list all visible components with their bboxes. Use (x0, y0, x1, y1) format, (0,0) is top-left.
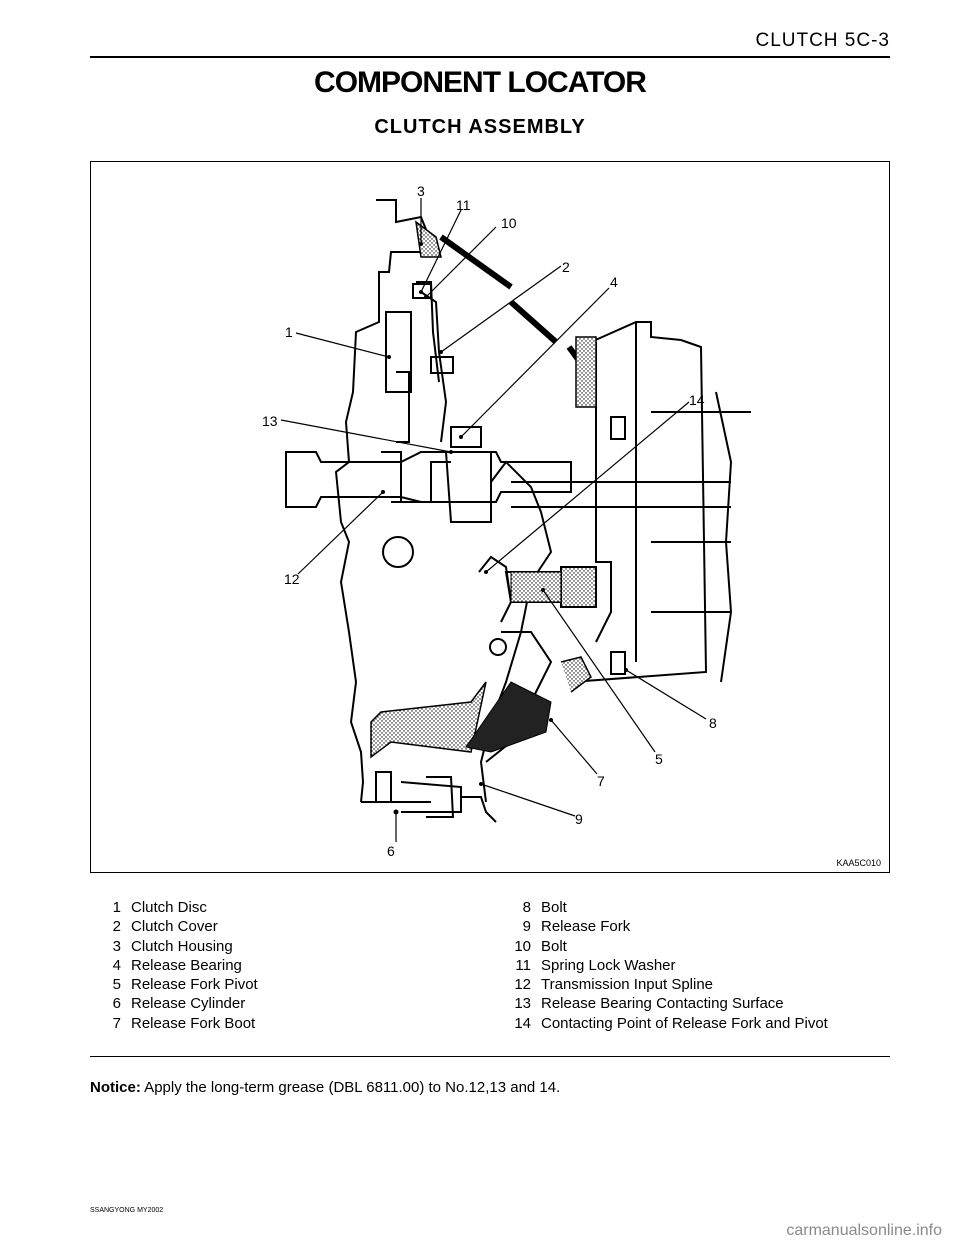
legend-item: 3 Clutch Housing (95, 937, 258, 956)
legend-number: 8 (522, 899, 531, 916)
legend-item: 10 Bolt (505, 937, 828, 956)
legend-number: 13 (514, 995, 531, 1013)
legend-label: Release Fork Boot (131, 1014, 256, 1032)
clutch-assembly-diagram: 1 2 3 4 5 6 7 8 9 10 11 12 13 14 KAA5C01… (90, 161, 890, 873)
legend-item: 11 Spring Lock Washer (505, 956, 828, 975)
legend-label: Release Fork Pivot (131, 976, 258, 994)
watermark: carmanualsonline.info (786, 1222, 942, 1239)
legend-number: 2 (112, 918, 121, 936)
legend-label: Release Fork (541, 918, 631, 936)
notice-divider (90, 1056, 890, 1057)
callout-7: 7 (597, 773, 605, 789)
callout-2: 2 (562, 259, 570, 275)
callout-8: 8 (709, 715, 717, 731)
legend-number: 1 (112, 899, 121, 916)
legend-label: Clutch Housing (131, 937, 233, 955)
callout-5: 5 (655, 751, 663, 767)
legend-number: 10 (514, 937, 531, 955)
legend-item: 9 Release Fork (505, 917, 828, 936)
figure-code: KAA5C010 (836, 858, 881, 868)
legend-label: Bolt (541, 899, 567, 916)
legend-left-column: 1 Clutch Disc 2 Clutch Cover 3 Clutch Housi… (95, 898, 258, 1033)
legend-label: Contacting Point of Release Fork and Piv… (541, 1014, 828, 1032)
legend-item: 12 Transmission Input Spline (505, 975, 828, 994)
header-divider (90, 56, 890, 58)
legend-item: 5 Release Fork Pivot (95, 975, 258, 994)
diagram-drawing: 1 2 3 4 5 6 7 8 9 10 11 12 13 14 (262, 183, 751, 859)
legend-item: 14 Contacting Point of Release Fork and P… (505, 1014, 828, 1033)
legend-label: Clutch Disc (131, 899, 207, 916)
page-title: COMPONENT LOCATOR (314, 66, 647, 99)
callout-6: 6 (387, 843, 395, 859)
legend-number: 3 (112, 937, 121, 955)
legend-number: 5 (112, 976, 121, 994)
legend-label: Release Cylinder (131, 995, 246, 1013)
legend-item: 7 Release Fork Boot (95, 1014, 258, 1033)
legend-number: 14 (514, 1014, 531, 1032)
legend-item: 8 Bolt (505, 898, 828, 917)
callout-9: 9 (575, 811, 583, 827)
legend-number: 12 (514, 976, 531, 994)
callout-1: 1 (285, 324, 293, 340)
callout-3: 3 (417, 183, 425, 199)
legend-number: 9 (522, 918, 531, 936)
callout-13: 13 (262, 413, 278, 429)
legend-number: 6 (112, 995, 121, 1013)
section-header: CLUTCH 5C-3 (755, 30, 890, 51)
legend-label: Release Bearing Contacting Surface (541, 995, 784, 1013)
legend-label: Spring Lock Washer (541, 956, 676, 974)
callout-12: 12 (284, 571, 300, 587)
legend-number: 11 (515, 956, 531, 974)
legend-label: Clutch Cover (131, 918, 218, 936)
callout-10: 10 (501, 215, 517, 231)
legend-label: Transmission Input Spline (541, 976, 714, 994)
notice-text: Apply the long-term grease (DBL 6811.00)… (140, 1079, 561, 1096)
page-subtitle: CLUTCH ASSEMBLY (374, 116, 586, 138)
legend-item: 2 Clutch Cover (95, 917, 258, 936)
legend-number: 7 (112, 1014, 121, 1032)
callout-14: 14 (689, 392, 705, 408)
notice-label: Notice: (90, 1079, 141, 1096)
legend-number: 4 (112, 956, 121, 974)
legend-item: 13 Release Bearing Contacting Surface (505, 994, 828, 1013)
legend-item: 1 Clutch Disc (95, 898, 258, 917)
footer-model: SSANGYONG MY2002 (90, 1207, 164, 1214)
legend-label: Release Bearing (131, 956, 242, 974)
callout-4: 4 (610, 274, 618, 290)
notice: Notice: Apply the long-term grease (DBL … (90, 1079, 560, 1096)
legend-item: 4 Release Bearing (95, 956, 258, 975)
callout-11: 11 (456, 197, 471, 213)
legend-label: Bolt (541, 937, 567, 955)
legend-item: 6 Release Cylinder (95, 994, 258, 1013)
